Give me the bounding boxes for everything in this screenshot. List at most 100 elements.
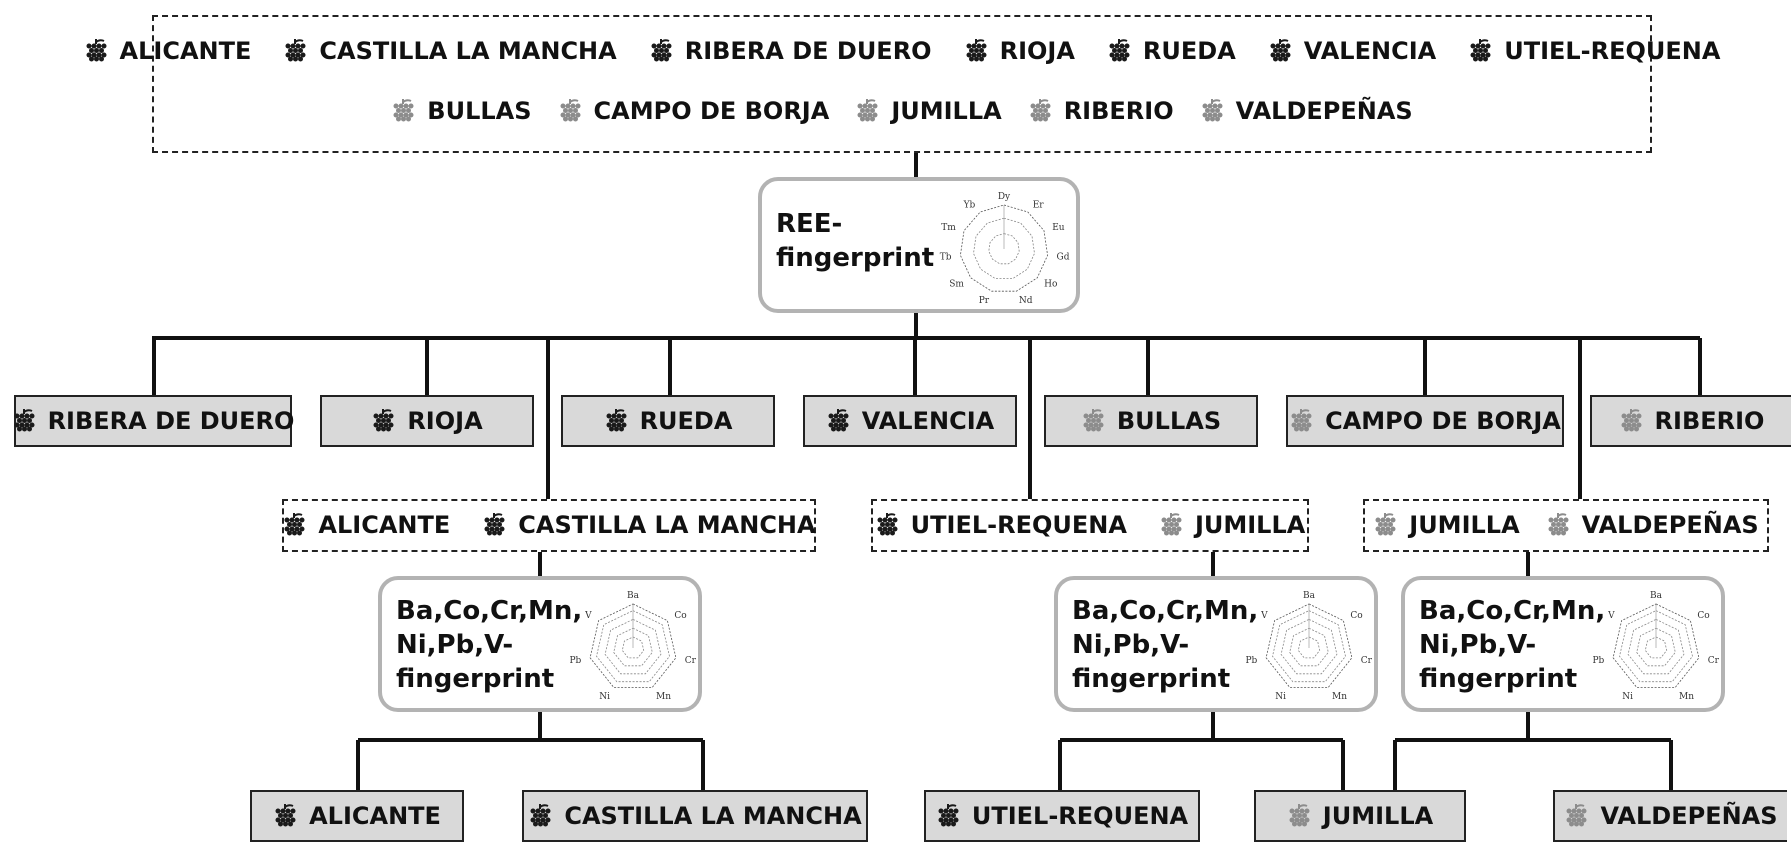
metal-label-line-3: fingerprint — [1419, 664, 1578, 694]
region-item: RIBERIO — [1028, 97, 1174, 125]
radar-axis-label: Pb — [1246, 656, 1258, 666]
radar-axis-label: Co — [1350, 611, 1362, 621]
metal-label-line-2: Ni,Pb,V- — [1072, 630, 1190, 660]
group-row: ALICANTE CASTILLA LA MANCHA — [282, 511, 816, 539]
grape-icon — [482, 512, 506, 538]
grape-icon — [1619, 408, 1643, 434]
radar-axis-label: Ba — [1650, 591, 1663, 601]
radar-axis-label: Ni — [1275, 692, 1286, 702]
grape-icon — [1468, 38, 1492, 64]
radar-axis-label: V — [1260, 611, 1268, 621]
group-row: JUMILLA VALDEPEÑAS — [1365, 511, 1767, 539]
radar-axis-label: Er — [1033, 200, 1045, 210]
leaf-riberio: RIBERIO — [1590, 395, 1791, 447]
grape-icon — [558, 98, 582, 124]
leaf-campo-de-borja: CAMPO DE BORJA — [1286, 395, 1564, 447]
radar-axis-label: Ba — [627, 591, 640, 601]
radar-axis-label: Mn — [1679, 692, 1694, 702]
radar-axis-label: V — [1607, 611, 1615, 621]
leaf-bullas: BULLAS — [1044, 395, 1258, 447]
grape-icon — [1081, 408, 1105, 434]
metal-label-line-1: Ba,Co,Cr,Mn, — [1072, 596, 1259, 626]
group-row: UTIEL-REQUENA JUMILLA — [873, 511, 1307, 539]
grape-icon — [283, 38, 307, 64]
radar-axis-label: Eu — [1052, 223, 1065, 233]
leaf-valencia: VALENCIA — [803, 395, 1017, 447]
region-item: RUEDA — [1107, 37, 1236, 65]
grape-icon — [604, 408, 628, 434]
ree-label-line-1: REE- — [776, 209, 843, 239]
region-item: ALICANTE — [282, 511, 450, 539]
radar-axis-label: Ni — [599, 692, 610, 702]
metal-fingerprint-label: Ba,Co,Cr,Mn, Ni,Pb,V- fingerprint — [1419, 594, 1605, 696]
grape-icon — [1546, 512, 1570, 538]
grape-icon — [1289, 408, 1313, 434]
radar-axis-label: Pr — [979, 296, 990, 306]
all-regions-row-2: BULLAS CAMPO DE BORJA JUMILLA RIBERIO VA… — [154, 97, 1650, 125]
leaf-castilla-la-mancha: CASTILLA LA MANCHA — [522, 790, 868, 842]
grape-icon — [371, 408, 395, 434]
radar-axis-label: Co — [674, 611, 686, 621]
region-item: JUMILLA — [1373, 511, 1520, 539]
grape-icon — [1028, 98, 1052, 124]
grape-icon — [84, 38, 108, 64]
metal-label-line-3: fingerprint — [1072, 664, 1231, 694]
metal-label-line-1: Ba,Co,Cr,Mn, — [1419, 596, 1606, 626]
radar-axis-label: Ho — [1044, 280, 1057, 290]
leaf-rioja: RIOJA — [320, 395, 534, 447]
radar-axis-label: Tb — [940, 253, 952, 263]
group-jumilla-valdepenas: JUMILLA VALDEPEÑAS — [1363, 499, 1769, 552]
radar-axis-label: Cr — [1708, 656, 1719, 666]
region-item: VALDEPEÑAS — [1200, 97, 1413, 125]
grape-icon — [826, 408, 850, 434]
radar-axis-label: Mn — [1332, 692, 1347, 702]
all-regions-group: ALICANTE CASTILLA LA MANCHA RIBERA DE DU… — [86, 15, 1720, 153]
grape-icon — [12, 408, 36, 434]
grape-icon — [528, 803, 552, 829]
radar-axis-label: Tm — [941, 223, 956, 233]
grape-icon — [936, 803, 960, 829]
leaf-utiel-requena: UTIEL-REQUENA — [924, 790, 1200, 842]
radar-axis-label: Mn — [656, 692, 671, 702]
metal-label-line-2: Ni,Pb,V- — [1419, 630, 1537, 660]
grape-icon — [1373, 512, 1397, 538]
grape-icon — [1268, 38, 1292, 64]
region-item: VALDEPEÑAS — [1546, 511, 1759, 539]
region-item: UTIEL-REQUENA — [1468, 37, 1720, 65]
leaf-alicante: ALICANTE — [250, 790, 464, 842]
radar-axis-label: Yb — [963, 200, 976, 210]
region-item: ALICANTE — [84, 37, 251, 65]
region-item: CAMPO DE BORJA — [558, 97, 829, 125]
region-item: JUMILLA — [1159, 511, 1305, 539]
region-item: CASTILLA LA MANCHA — [283, 37, 617, 65]
grape-icon — [649, 38, 673, 64]
grape-icon — [855, 98, 879, 124]
leaf-ribera-de-duero: RIBERA DE DUERO — [12, 395, 294, 447]
leaf-valdepenas: VALDEPEÑAS — [1553, 790, 1787, 842]
all-regions-row-1: ALICANTE CASTILLA LA MANCHA RIBERA DE DU… — [86, 37, 1720, 65]
radar-axis-label: Nd — [1019, 296, 1033, 306]
radar-axis-label: Pb — [1593, 656, 1605, 666]
grape-icon — [875, 512, 899, 538]
radar-axis-label: Gd — [1057, 253, 1070, 263]
radar-axis-label: Ni — [1622, 692, 1633, 702]
radar-axis-label: Pb — [570, 656, 582, 666]
grape-icon — [1287, 803, 1311, 829]
ree-label-line-2: fingerprint — [776, 243, 935, 273]
radar-axis-label: Ba — [1303, 591, 1316, 601]
grape-icon — [1107, 38, 1131, 64]
region-item: BULLAS — [391, 97, 532, 125]
radar-axis-label: Cr — [685, 656, 696, 666]
radar-axis-label: V — [584, 611, 592, 621]
radar-axis-label: Dy — [998, 192, 1011, 202]
leaf-rueda: RUEDA — [561, 395, 775, 447]
region-item: UTIEL-REQUENA — [875, 511, 1127, 539]
metal-label-line-3: fingerprint — [396, 664, 555, 694]
